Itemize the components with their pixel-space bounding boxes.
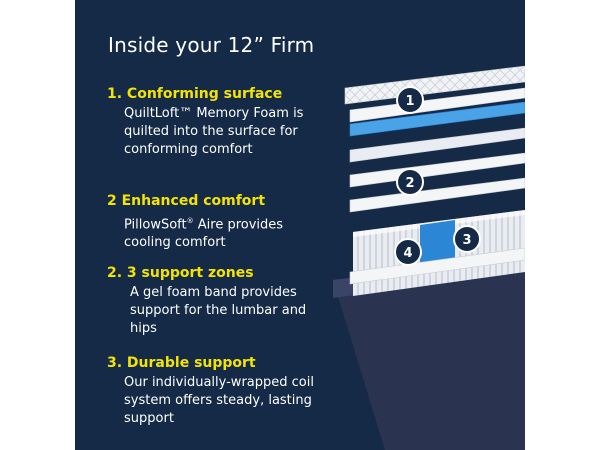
- feature-durable-support: 3. Durable support Our individually-wrap…: [107, 355, 324, 428]
- info-panel: Inside your 12” Firm 1. Conforming surfa…: [75, 0, 525, 450]
- layer-badge-3: 3: [453, 225, 481, 253]
- feature-heading: 1. Conforming surface: [107, 86, 283, 102]
- registered-mark: ®: [186, 217, 194, 225]
- svg-text:4: 4: [403, 246, 412, 261]
- mattress-layers-illustration: 1 2 3 4: [333, 65, 525, 450]
- svg-text:3: 3: [462, 233, 471, 248]
- layer-badge-4: 4: [394, 238, 422, 266]
- feature-description: A gel foam band provides support for the…: [130, 285, 307, 336]
- svg-text:1: 1: [405, 94, 414, 109]
- layer-badge-1: 1: [396, 86, 424, 114]
- feature-heading: 2 Enhanced comfort: [107, 193, 266, 209]
- feature-heading: 3. Durable support: [107, 355, 256, 371]
- svg-text:2: 2: [405, 176, 414, 191]
- feature-heading: 2. 3 support zones: [107, 265, 254, 281]
- feature-description: PillowSoft® Aire provides cooling comfor…: [124, 212, 324, 252]
- quilted-top-layer: [344, 65, 525, 105]
- description-rest: Aire provides cooling comfort: [124, 217, 284, 251]
- layer-badge-2: 2: [396, 168, 424, 196]
- gel-foam-band: [420, 220, 455, 265]
- page-title: Inside your 12” Firm: [108, 33, 315, 57]
- feature-enhanced-comfort: 2 Enhanced comfort PillowSoft® Aire prov…: [107, 193, 324, 252]
- feature-description: QuiltLoft™ Memory Foam is quilted into t…: [124, 106, 304, 157]
- brand-name: PillowSoft: [124, 217, 187, 233]
- feature-conforming-surface: 1. Conforming surface QuiltLoft™ Memory …: [107, 86, 314, 159]
- foam-layers: [349, 87, 525, 285]
- feature-support-zones: 2. 3 support zones A gel foam band provi…: [107, 265, 330, 338]
- feature-description: Our individually-wrapped coil system off…: [124, 375, 314, 426]
